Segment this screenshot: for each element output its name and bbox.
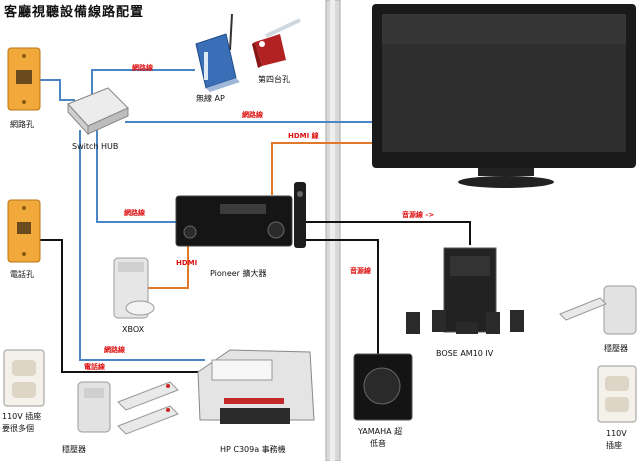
tv-cable-outlet-icon — [252, 18, 301, 68]
amplifier-icon — [175, 195, 293, 247]
cable-label-net-ap: 網路線 — [132, 64, 153, 72]
label-stabilizer-left: 穩壓器 — [62, 445, 86, 454]
switch-hub-icon — [67, 87, 129, 136]
diagram-title: 客廳視聽設備線路配置 — [4, 5, 145, 20]
outlet-right-icon — [597, 365, 637, 423]
subwoofer-icon — [353, 353, 413, 421]
phone-jack-icon — [7, 199, 41, 263]
label-phone-jack: 電話孔 — [10, 270, 34, 279]
cable-xbox-to-amp — [148, 240, 189, 289]
network-cables — [40, 69, 375, 361]
stabilizer-right-icon — [559, 285, 637, 335]
cable-jack-to-hub — [40, 79, 75, 101]
label-amplifier: Pioneer 擴大器 — [210, 269, 267, 278]
power-strips-left-icon — [117, 381, 179, 435]
label-outlet-right-line1: 110V — [606, 429, 627, 438]
hdmi-cables — [148, 142, 375, 289]
cable-label-net-amp: 網路線 — [124, 209, 145, 217]
outlet-left-icon — [3, 349, 45, 407]
label-fourth-tv: 第四台孔 — [258, 75, 290, 84]
cable-label-net-tv: 網路線 — [242, 111, 263, 119]
cable-label-hdmi-xbox: HDMI — [176, 259, 198, 267]
cable-amp-to-tv — [271, 142, 375, 195]
cable-label-phone-printer: 電話線 — [84, 363, 105, 371]
label-stabilizer-right: 穩壓器 — [604, 344, 628, 353]
network-jack-icon — [7, 47, 41, 111]
tv-icon — [372, 4, 636, 188]
label-network-jack: 網路孔 — [10, 120, 34, 129]
xbox-icon — [113, 257, 155, 319]
cable-label-hdmi-tv: HDMI 線 — [288, 132, 319, 140]
label-switch-hub: Switch HUB — [72, 142, 119, 151]
label-outlet-left-line1: 110V 插座 — [2, 412, 42, 421]
label-subwoofer-line1: YAMAHA 超 — [358, 427, 403, 436]
bose-speakers-icon — [406, 247, 524, 334]
label-subwoofer-line2: 低音 — [370, 439, 386, 448]
label-speakers: BOSE AM10 IV — [436, 349, 494, 358]
cable-label-audio-sub: 音源線 — [350, 267, 371, 275]
label-xbox: XBOX — [122, 325, 145, 334]
cable-hub-to-ap — [91, 69, 195, 95]
label-outlet-right-line2: 插座 — [606, 441, 622, 450]
printer-icon — [197, 349, 315, 424]
label-printer: HP C309a 事務機 — [220, 445, 286, 454]
label-wireless-ap: 無線 AP — [196, 94, 225, 103]
cable-hub-to-printer — [79, 130, 205, 361]
cable-amp-to-bose — [295, 221, 471, 245]
cable-label-audio-bose: 音源線 -> — [402, 211, 435, 219]
remote-control-icon — [294, 182, 306, 248]
stabilizer-left-icon — [77, 381, 111, 433]
cable-phone-to-printer — [40, 239, 205, 373]
audio-phone-cables — [40, 221, 471, 373]
cable-amp-to-sub — [295, 239, 379, 355]
cable-hub-to-amp — [96, 128, 178, 223]
wireless-ap-icon — [195, 13, 240, 92]
label-outlet-left-line2: 要很多個 — [2, 424, 34, 433]
cable-label-net-printer: 網路線 — [104, 346, 125, 354]
